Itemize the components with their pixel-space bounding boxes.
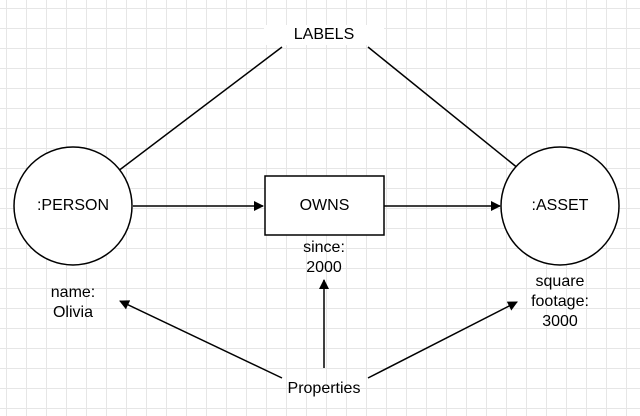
person-properties: name: Olivia bbox=[23, 283, 123, 323]
person-property-value: Olivia bbox=[52, 304, 93, 321]
owns-relationship-label: OWNS bbox=[299, 197, 350, 214]
arrow-properties-to-asset-props bbox=[367, 301, 518, 379]
asset-property-value: 3000 bbox=[542, 313, 578, 330]
asset-property-key-line2: footage: bbox=[531, 293, 589, 310]
asset-property-key-line1: square bbox=[535, 273, 585, 290]
asset-properties: square footage: 3000 bbox=[510, 272, 610, 332]
asset-node-label: :ASSET bbox=[531, 197, 589, 214]
person-node[interactable] bbox=[13, 146, 133, 266]
arrow-labels-to-person bbox=[92, 46, 283, 191]
labels-annotation: LABELS bbox=[264, 25, 384, 45]
owns-property-value: 2000 bbox=[306, 259, 342, 276]
properties-annotation: Properties bbox=[287, 380, 361, 397]
person-node-label: :PERSON bbox=[36, 197, 109, 214]
owns-property-key: since: bbox=[303, 239, 345, 256]
asset-node[interactable] bbox=[500, 146, 620, 266]
person-property-key: name: bbox=[50, 284, 96, 301]
arrow-properties-to-person-props bbox=[119, 300, 283, 379]
owns-properties: since: 2000 bbox=[274, 238, 374, 278]
owns-relationship-box[interactable] bbox=[264, 175, 385, 236]
